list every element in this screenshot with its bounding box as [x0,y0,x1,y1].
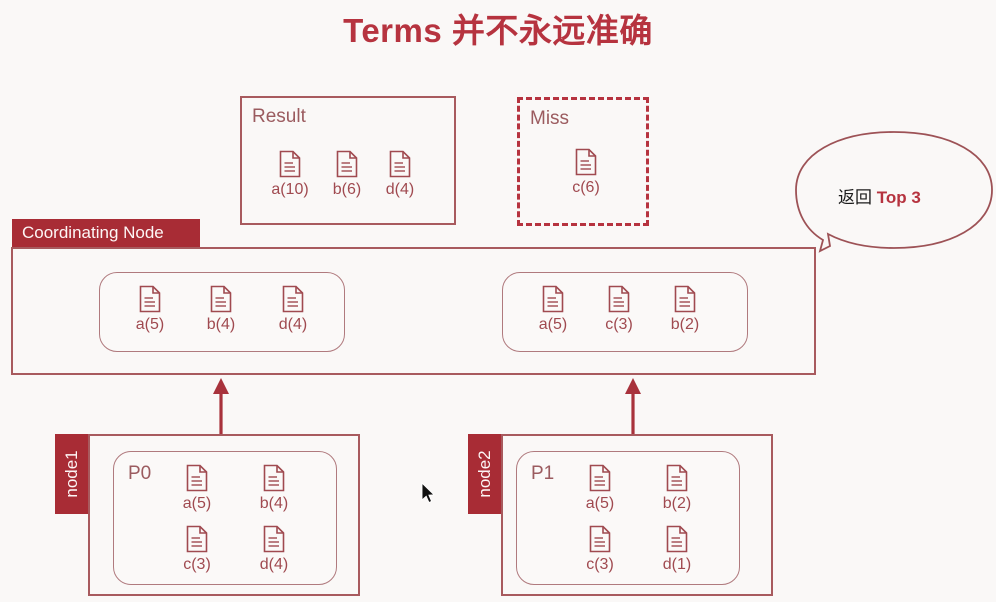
node1-doc-3-label: d(4) [259,556,289,573]
coordinator-left-doc-0: a(5) [120,285,180,334]
document-icon [389,150,411,178]
miss-box: Miss c(6) [517,97,649,226]
node1-doc-2-label: c(3) [183,556,211,573]
node2-doc-0-label: a(5) [585,495,615,512]
node2-doc-1: b(2) [647,464,707,513]
node2-shard-p1: P1 a(5) b(2) [516,451,740,585]
callout-accent: Top 3 [876,188,921,207]
result-doc-2-label: d(4) [385,181,415,198]
mouse-pointer-icon [421,482,436,504]
document-icon [186,464,208,492]
node2-container: P1 a(5) b(2) [501,434,773,596]
node2-shard-title: P1 [531,463,555,484]
callout-prefix: 返回 [838,188,872,207]
document-icon [589,464,611,492]
document-icon [282,285,304,313]
document-icon [666,525,688,553]
node2-doc-3-label: d(1) [662,556,692,573]
node2-doc-2-label: c(3) [586,556,614,573]
document-icon [589,525,611,553]
callout-bubble [795,131,993,253]
node1-container: P0 a(5) b(4) [88,434,360,596]
callout-text: 返回 Top 3 [838,183,996,208]
document-icon [263,464,285,492]
coordinator-right-doc-1-label: c(3) [605,316,633,333]
coordinator-right-doc-2: b(2) [655,285,715,334]
document-icon [139,285,161,313]
node1-shard-p0: P0 a(5) b(4) [113,451,337,585]
node1-doc-0: a(5) [167,464,227,513]
node1-label-text: node1 [62,450,81,498]
document-icon [674,285,696,313]
coordinator-left-doc-1-label: b(4) [206,316,236,333]
coordinator-left-doc-1: b(4) [191,285,251,334]
result-doc-1-label: b(6) [332,181,362,198]
coordinator-right-doc-0-label: a(5) [538,316,568,333]
miss-doc-0: c(6) [556,148,616,197]
node1-doc-1: b(4) [244,464,304,513]
coordinator-right-doc-0: a(5) [523,285,583,334]
document-icon [186,525,208,553]
document-icon [666,464,688,492]
document-icon [210,285,232,313]
result-doc-0: a(10) [260,150,320,199]
result-box-title: Result [252,106,306,127]
coordinating-node-container: a(5) b(4) [11,247,816,375]
document-icon [336,150,358,178]
node1-doc-2: c(3) [167,525,227,574]
coordinator-right-group: a(5) c(3) [502,272,748,352]
node2-doc-3: d(1) [647,525,707,574]
arrow-node2-to-coordinator [625,378,641,434]
node2-label: node2 [468,434,502,514]
arrow-node1-to-coordinator [213,378,229,434]
coordinator-right-doc-2-label: b(2) [670,316,700,333]
node1-doc-1-label: b(4) [259,495,289,512]
node2-doc-0: a(5) [570,464,630,513]
result-box: Result a(10) b(6) [240,96,456,225]
result-doc-2: d(4) [370,150,430,199]
node2-doc-1-label: b(2) [662,495,692,512]
coordinator-left-group: a(5) b(4) [99,272,345,352]
document-icon [575,148,597,176]
node1-doc-3: d(4) [244,525,304,574]
document-icon [542,285,564,313]
node1-doc-0-label: a(5) [182,495,212,512]
node2-label-text: node2 [475,450,494,498]
miss-doc-0-label: c(6) [572,179,600,196]
miss-box-title: Miss [530,108,570,129]
node2-doc-2: c(3) [570,525,630,574]
page-title: Terms 并不永远准确 [343,12,653,49]
coordinator-left-doc-0-label: a(5) [135,316,165,333]
coordinator-left-doc-2-label: d(4) [278,316,308,333]
document-icon [608,285,630,313]
result-doc-1: b(6) [317,150,377,199]
node1-label: node1 [55,434,89,514]
coordinator-left-doc-2: d(4) [263,285,323,334]
coordinator-right-doc-1: c(3) [589,285,649,334]
document-icon [263,525,285,553]
node1-shard-title: P0 [128,463,152,484]
result-doc-0-label: a(10) [271,181,309,198]
document-icon [279,150,301,178]
coordinating-node-label: Coordinating Node [12,219,200,248]
